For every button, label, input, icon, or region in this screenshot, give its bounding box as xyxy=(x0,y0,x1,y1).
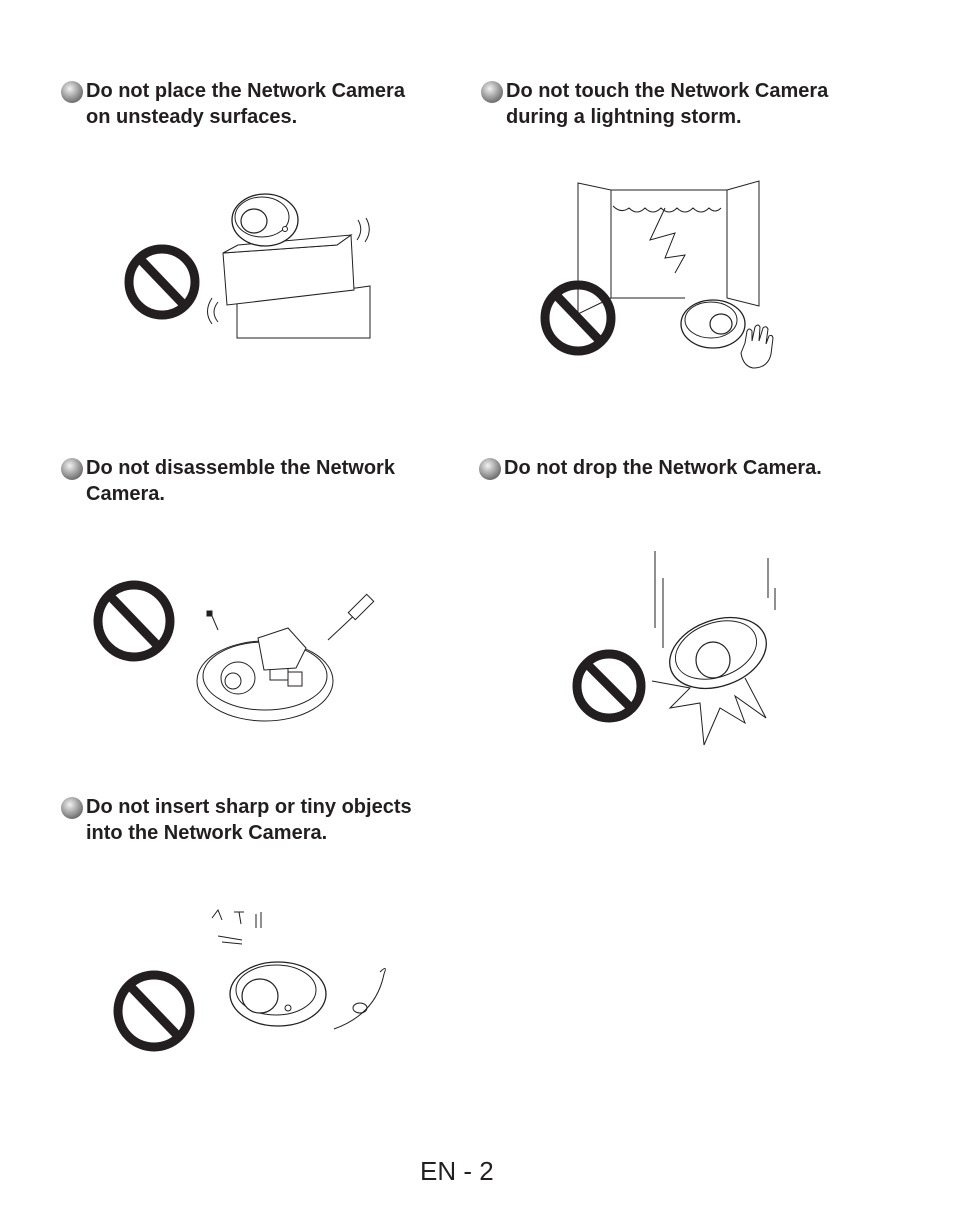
warning-line-3b: Camera. xyxy=(86,483,165,505)
warning-line-2b: during a lightning storm. xyxy=(506,106,742,128)
warning-text-5: Do not insert sharp or tiny objects into… xyxy=(86,794,412,846)
warning-text-2: Do not touch the Network Camera during a… xyxy=(506,78,828,130)
bullet-icon xyxy=(61,797,83,819)
prohibition-icon xyxy=(540,280,616,356)
open-camera-icon xyxy=(196,627,334,722)
bullet-icon xyxy=(61,458,83,480)
paperclip-icon xyxy=(333,968,386,1030)
hand-icon xyxy=(740,324,774,369)
window-icon xyxy=(577,180,760,315)
warning-text-3: Do not disassemble the Network Camera. xyxy=(86,455,395,507)
warning-text-4: Do not drop the Network Camera. xyxy=(504,455,822,481)
shake-lines-icon xyxy=(207,217,370,325)
prohibition-icon xyxy=(572,649,646,723)
sharp-objects-illustration xyxy=(113,908,386,1052)
lightning-storm-illustration xyxy=(540,180,774,369)
camera-icon xyxy=(231,193,299,247)
bullet-icon xyxy=(481,81,503,103)
warning-line-1b: on unsteady surfaces. xyxy=(86,106,298,128)
prohibition-icon xyxy=(124,244,200,320)
warning-line-5b: into the Network Camera. xyxy=(86,822,328,844)
boxes-icon xyxy=(222,234,371,339)
warning-text-1: Do not place the Network Camera on unste… xyxy=(86,78,405,130)
prohibition-icon xyxy=(93,580,175,662)
warning-line-1a: Do not place the Network Camera xyxy=(86,80,405,102)
bullet-icon xyxy=(61,81,83,103)
warning-line-2a: Do not touch the Network Camera xyxy=(506,80,829,102)
page-number: EN - 2 xyxy=(420,1156,494,1186)
prohibition-icon xyxy=(113,970,195,1052)
motion-lines-icon xyxy=(654,551,776,648)
unsteady-surface-illustration xyxy=(124,193,371,339)
camera-icon xyxy=(229,961,327,1027)
warning-line-5a: Do not insert sharp or tiny objects xyxy=(86,796,412,818)
warning-line-4a: Do not drop the Network Camera. xyxy=(504,457,822,479)
bullet-icon xyxy=(479,458,501,480)
tiny-objects-icon xyxy=(211,908,262,945)
screw-icon xyxy=(206,610,219,631)
warning-line-3a: Do not disassemble the Network xyxy=(86,457,395,479)
screwdriver-icon xyxy=(327,593,375,641)
camera-icon xyxy=(680,299,746,349)
drop-illustration xyxy=(572,551,776,746)
camera-icon xyxy=(669,616,767,690)
disassemble-illustration xyxy=(93,580,375,722)
impact-burst-icon xyxy=(651,677,767,746)
